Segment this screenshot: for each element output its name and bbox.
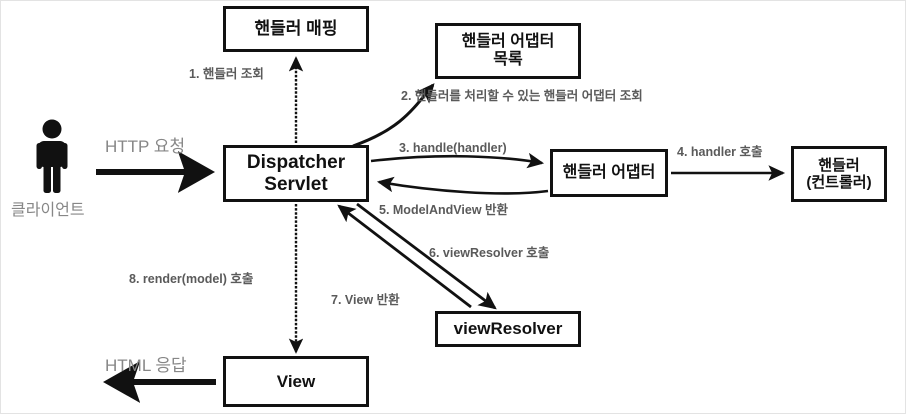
client-person-icon	[36, 119, 68, 193]
arrow-step2	[352, 83, 435, 148]
node-view-resolver-label: viewResolver	[453, 319, 563, 339]
node-dispatcher-servlet[interactable]: Dispatcher Servlet	[223, 145, 369, 202]
label-step1: 1. 핸들러 조회	[189, 67, 264, 81]
node-view[interactable]: View	[223, 356, 369, 407]
label-step6: 6. viewResolver 호출	[429, 246, 550, 260]
label-step7: 7. View 반환	[331, 293, 400, 307]
node-handler-mapping[interactable]: 핸들러 매핑	[223, 6, 369, 52]
node-controller[interactable]: 핸들러 (컨트롤러)	[791, 146, 887, 202]
label-step3: 3. handle(handler)	[399, 141, 507, 155]
node-controller-label: 핸들러 (컨트롤러)	[806, 156, 872, 191]
node-handler-mapping-label: 핸들러 매핑	[254, 19, 338, 39]
label-client: 클라이언트	[11, 202, 85, 219]
label-step4: 4. handler 호출	[677, 145, 763, 159]
label-step5: 5. ModelAndView 반환	[379, 203, 509, 217]
node-view-label: View	[276, 371, 316, 391]
node-handler-adapter-list-label: 핸들러 어댑터 목록	[461, 32, 555, 68]
node-dispatcher-servlet-label: Dispatcher Servlet	[246, 151, 346, 195]
arrow-step3	[370, 152, 545, 169]
node-handler-adapter-list[interactable]: 핸들러 어댑터 목록	[435, 23, 581, 79]
arrow-step7	[337, 204, 472, 309]
node-handler-adapter[interactable]: 핸들러 어댑터	[550, 149, 668, 197]
label-step2: 2. 핸들러를 처리할 수 있는 핸들러 어댑터 조회	[401, 89, 643, 103]
arrow-step6	[356, 202, 497, 310]
arrow-step5	[376, 176, 549, 195]
node-handler-adapter-label: 핸들러 어댑터	[562, 163, 656, 181]
label-http-response: HTML 응답	[105, 356, 187, 375]
node-view-resolver[interactable]: viewResolver	[435, 311, 581, 347]
label-http-request: HTTP 요청	[105, 137, 186, 156]
label-step8: 8. render(model) 호출	[129, 272, 254, 286]
